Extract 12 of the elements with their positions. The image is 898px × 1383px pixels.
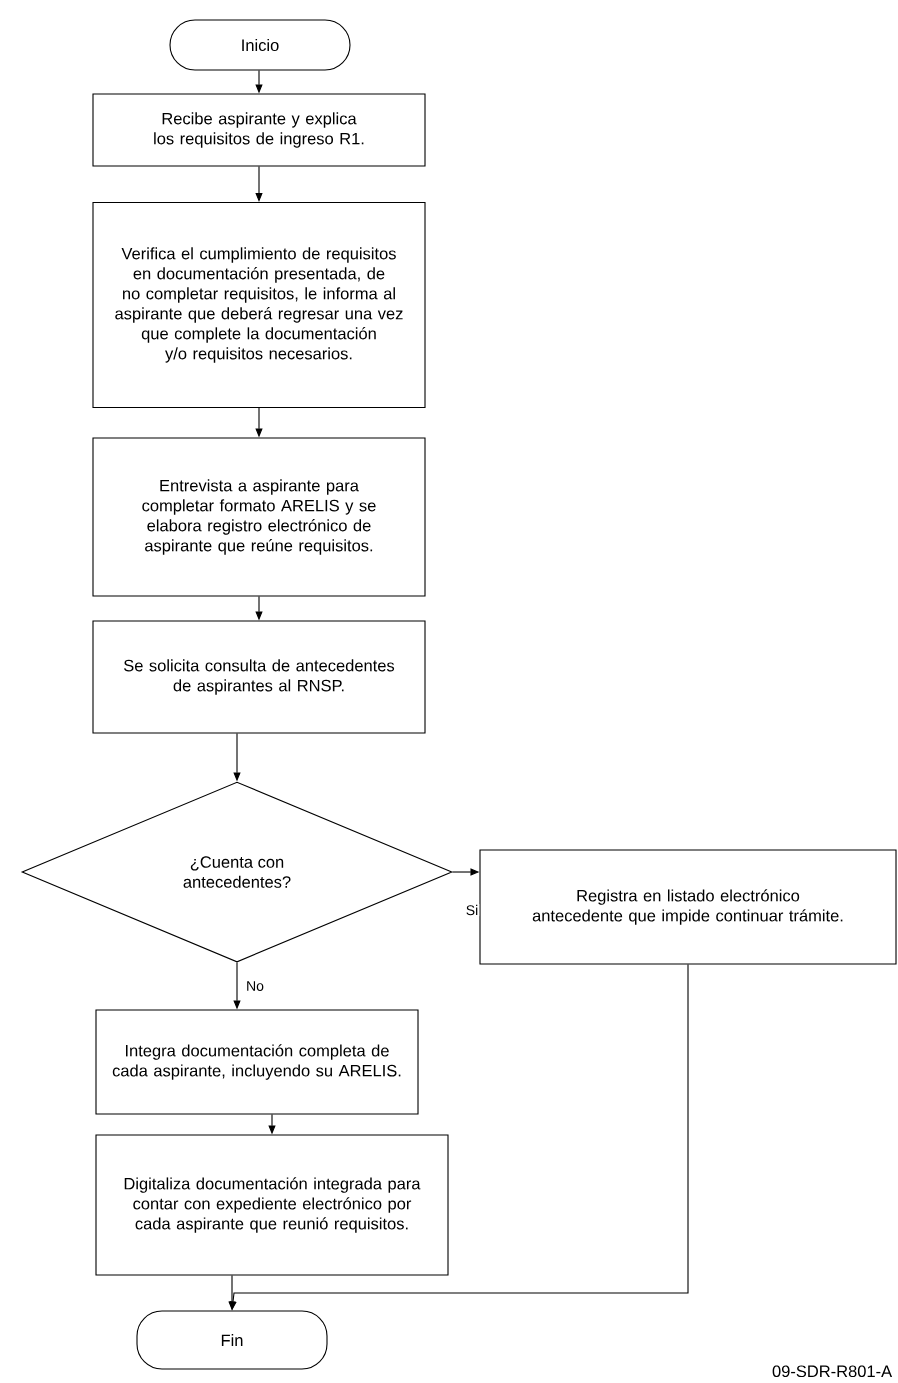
edge-label: No xyxy=(247,981,264,991)
process-box: Registra en listado electrónico antecedente que impide continuar trámite. xyxy=(479,849,897,965)
process-box: Verifica el cumplimiento de requisitos en documentación presentada, de no completar requisitos, le informa al aspirante que deberá regresar una vez que complete la documentación y/o requisitos necesarios. xyxy=(92,201,426,409)
process-box: Se solicita consulta de antecedentes de aspirantes al RNSP. xyxy=(92,620,426,734)
process-box: Integra documentación completa de cada aspirante, incluyendo su ARELIS. xyxy=(95,1009,419,1115)
terminator: Fin xyxy=(136,1310,328,1370)
process-box: Digitaliza documentación integrada para contar con expediente electrónico por cada aspirante que reunió requisitos. xyxy=(95,1134,449,1276)
process-box: Entrevista a aspirante para completar formato ARELIS y se elabora registro electrónico de aspirante que reúne requisitos. xyxy=(92,437,426,597)
edge-label: Si xyxy=(466,904,478,916)
terminator: Inicio xyxy=(169,19,351,71)
document-code: 09-SDR-R801-A xyxy=(772,1365,893,1378)
process-box: Recibe aspirante y explica los requisitos de ingreso R1. xyxy=(92,93,426,167)
